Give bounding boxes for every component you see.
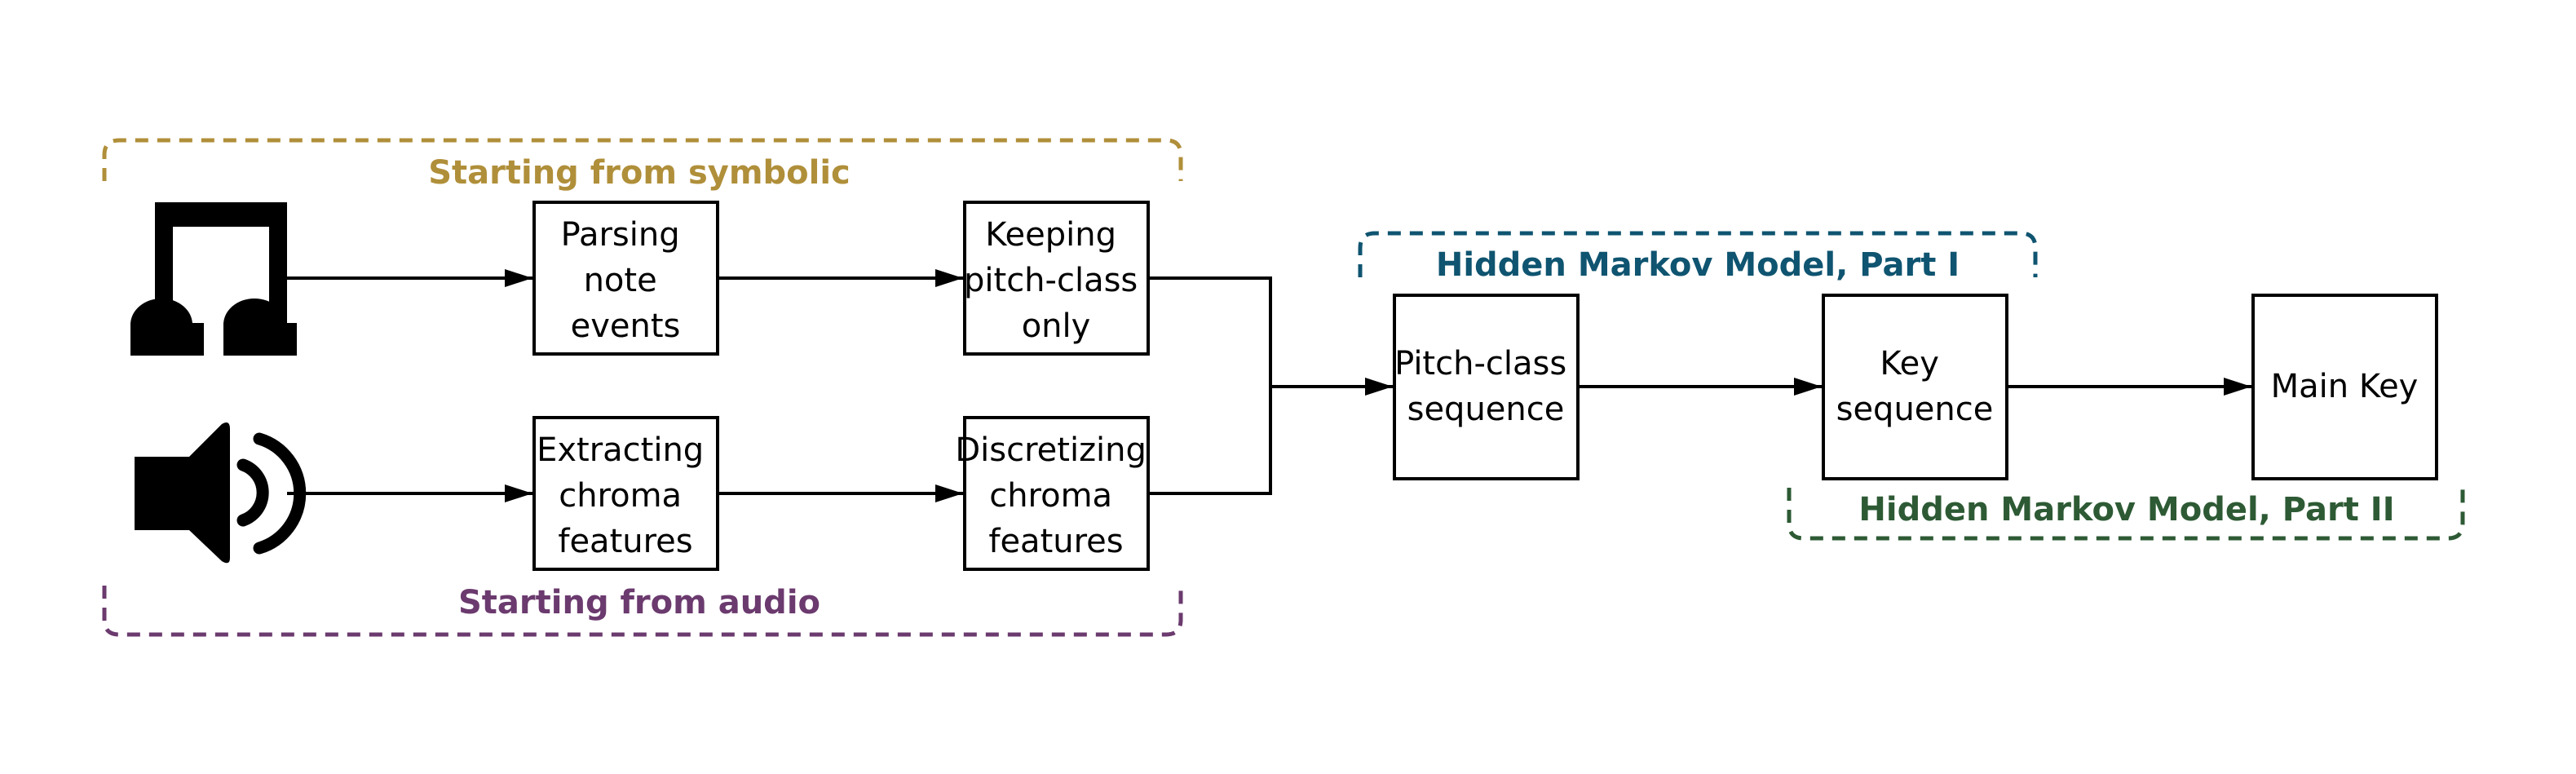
extracting-chroma-label: Extracting chroma features [537, 431, 714, 560]
connector-keeping-merge [1148, 276, 1272, 495]
hmm2-group-frame [1787, 488, 2465, 541]
discretizing-chroma-label: Discretizing chroma features [955, 431, 1156, 560]
pitch-class-sequence-box [1393, 294, 1580, 480]
parsing-note-events-box [532, 201, 719, 356]
keeping-pitch-class-label: Keeping pitch-class only [964, 216, 1148, 345]
parsing-note-events-label: Parsing note events [561, 216, 691, 345]
hmm1-group-frame [1358, 231, 2038, 277]
speaker-icon [135, 422, 307, 564]
main-key-label: Main Key [2271, 368, 2419, 405]
audio-group-frame [102, 586, 1183, 637]
pitch-class-sequence-label: Pitch-class sequence [1394, 345, 1577, 428]
symbolic-group-label: Starting from symbolic [428, 154, 851, 192]
audio-group-label: Starting from audio [458, 584, 820, 621]
key-sequence-label: Key sequence [1836, 345, 1994, 428]
hmm1-group-label: Hidden Markov Model, Part I [1436, 246, 1960, 284]
key-sequence-box [1822, 294, 2008, 480]
discretizing-chroma-box [963, 416, 1150, 571]
extracting-chroma-box [532, 416, 719, 571]
hmm2-group-label: Hidden Markov Model, Part II [1858, 491, 2394, 529]
music-note-icon [130, 202, 297, 356]
main-key-box [2251, 294, 2438, 480]
symbolic-group-frame [102, 138, 1183, 181]
